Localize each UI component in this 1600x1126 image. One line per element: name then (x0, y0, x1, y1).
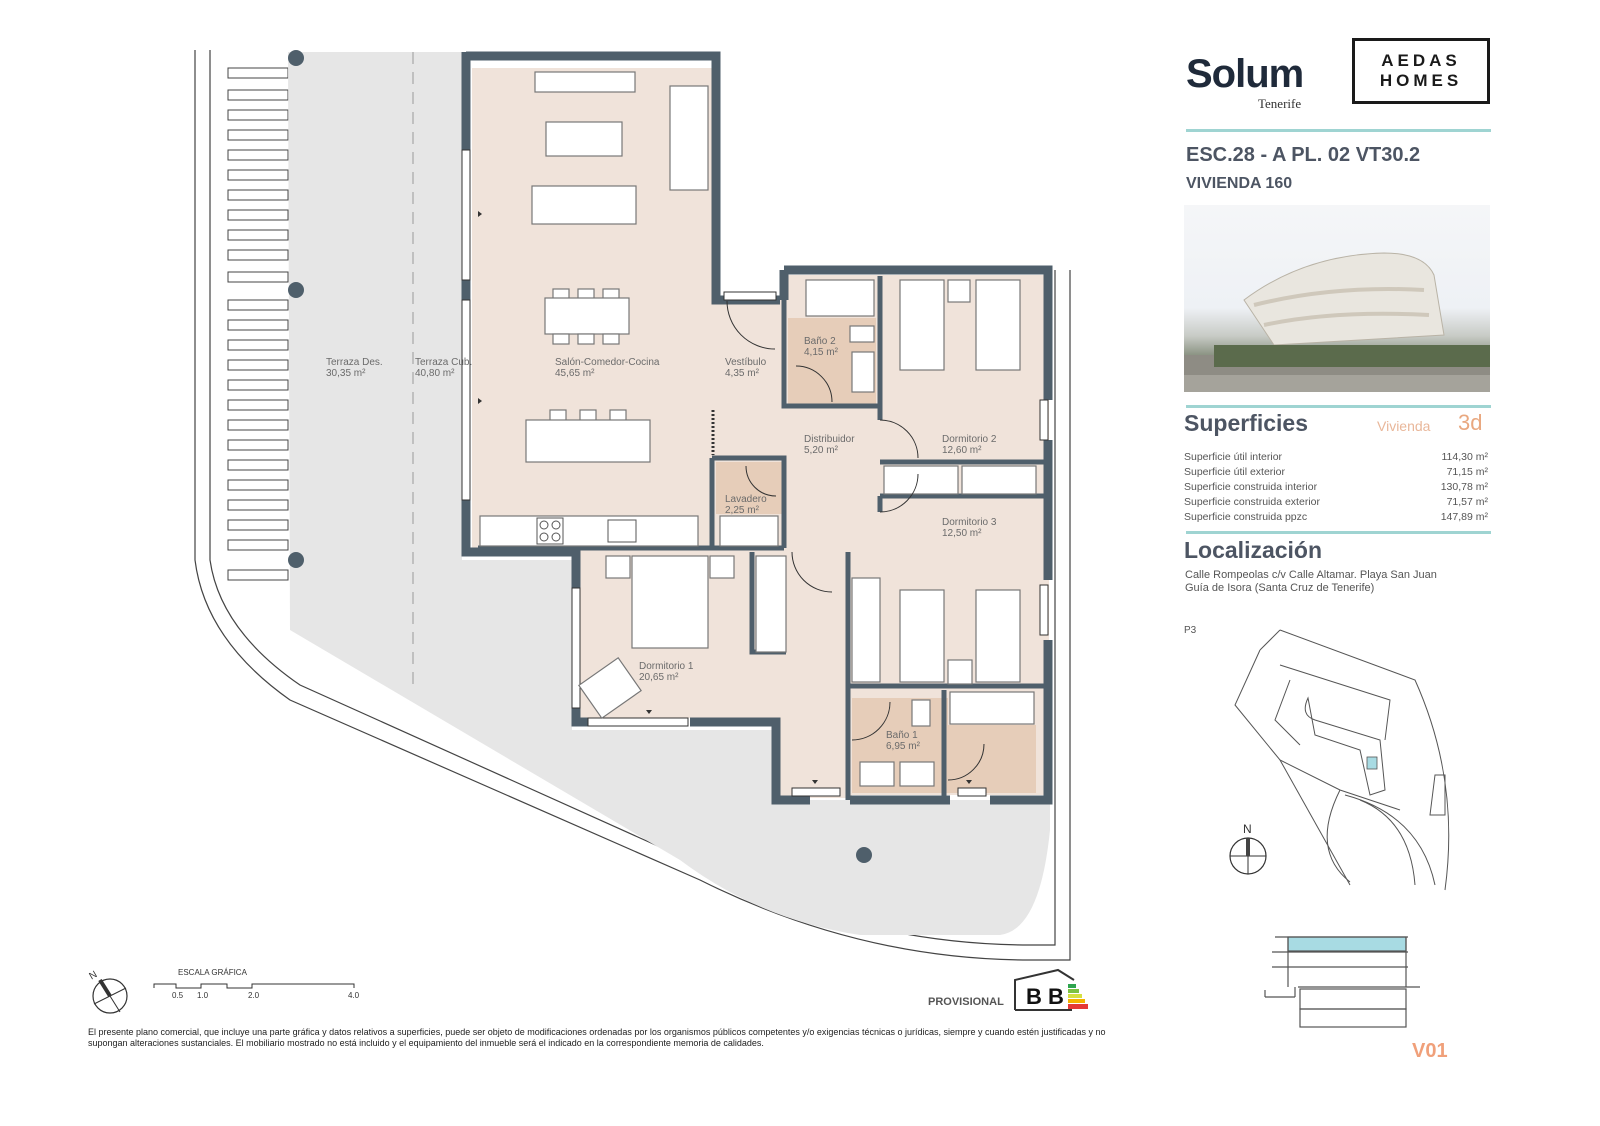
version-label: V01 (1412, 1040, 1448, 1062)
unit-type-label: Vivienda (1377, 418, 1431, 434)
energy-rating-badge: B B (1012, 966, 1096, 1012)
unit-highlight (1366, 756, 1378, 770)
energy-rating-emissions: B (1048, 984, 1064, 1009)
divider (1186, 129, 1491, 132)
interior-walls (478, 276, 1046, 800)
divider (1186, 531, 1491, 534)
scale-tick: 2.0 (248, 991, 260, 1000)
windows (461, 149, 1049, 797)
address-line-2: Guía de Isora (Santa Cruz de Tenerife) (1185, 582, 1375, 594)
building-render-image (1184, 205, 1490, 392)
address-line-1: Calle Rompeolas c/v Calle Altamar. Playa… (1185, 569, 1437, 581)
energy-rating-consumption: B (1026, 984, 1042, 1009)
svg-text:N: N (88, 969, 100, 982)
floor-plan (194, 50, 1071, 961)
superficies-title: Superficies (1184, 410, 1308, 436)
unit-code: ESC.28 - A PL. 02 VT30.2 (1186, 144, 1421, 166)
scale-tick: 0.5 (172, 991, 184, 1000)
terrace-floor (288, 52, 1050, 935)
energy-house-icon (1014, 968, 1088, 1011)
scale-tick: 1.0 (197, 991, 209, 1000)
light-markers (478, 211, 972, 784)
door-swings (726, 300, 985, 781)
building-render-icon (1184, 252, 1490, 392)
divider (1186, 405, 1491, 408)
localizacion-title: Localización (1184, 537, 1323, 563)
unit-type-value: 3d (1458, 410, 1483, 435)
room-label-terraza-des: Terraza Des.30,35 m² (326, 357, 383, 379)
legal-disclaimer: El presente plano comercial, que incluye… (88, 1027, 1106, 1048)
graphic-scale-bar (153, 983, 355, 989)
developer-logo: AEDAS HOMES (1352, 38, 1490, 104)
cooktop-icon (536, 517, 637, 545)
unit-name: VIVIENDA 160 (1186, 175, 1293, 192)
room-label-terraza-cub: Terraza Cub.40,80 m² (415, 357, 473, 379)
north-compass-icon (1229, 837, 1267, 875)
scale-title: ESCALA GRÁFICA (178, 968, 247, 977)
building-section-diagram (1264, 936, 1420, 1028)
walls (461, 51, 1053, 805)
project-logo: Solum (1186, 52, 1304, 96)
plan-north-compass-icon: N (88, 969, 128, 1014)
north-label: N (1243, 822, 1252, 836)
columns (288, 50, 872, 863)
project-location-logo: Tenerife (1258, 96, 1302, 111)
scale-tick: 4.0 (348, 991, 360, 1000)
pergola-slats (227, 67, 289, 581)
site-plan-level-label: P3 (1184, 625, 1197, 636)
site-plan-map (1234, 629, 1450, 891)
furniture (479, 71, 1037, 787)
energy-status-label: PROVISIONAL (928, 996, 1004, 1008)
